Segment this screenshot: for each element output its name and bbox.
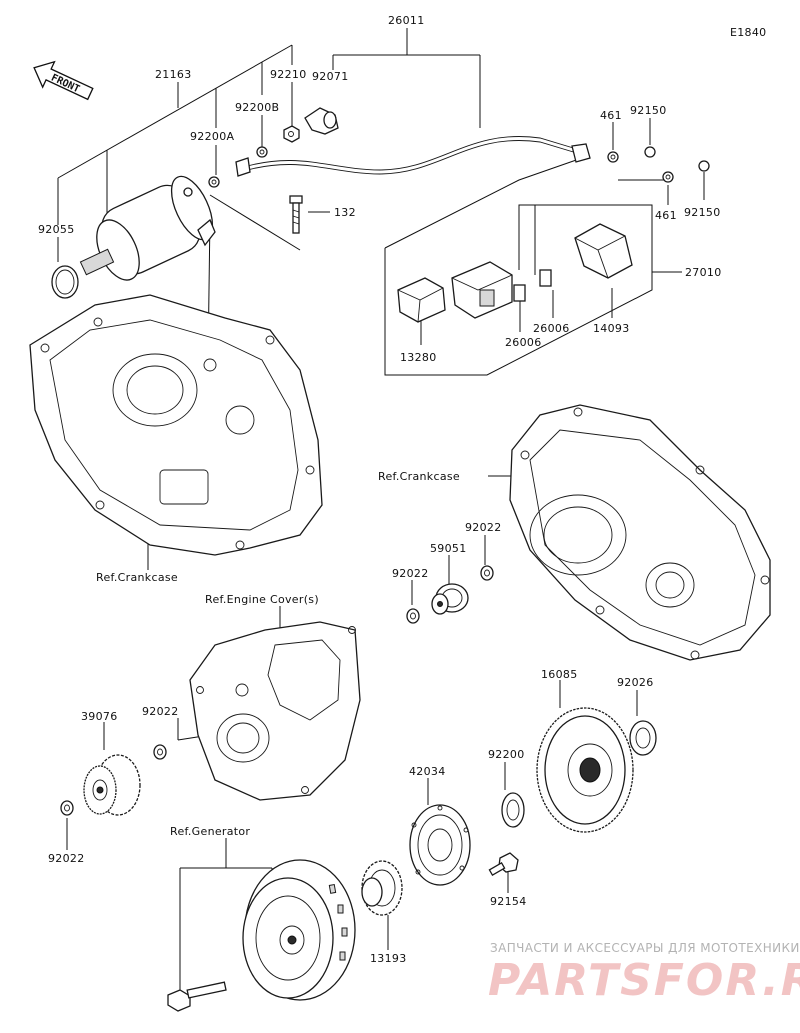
fuse-26006	[513, 269, 552, 302]
washer-92200B	[256, 146, 268, 158]
ref-crankcase-left: Ref.Crankcase	[96, 571, 178, 584]
washer-92200	[501, 792, 525, 828]
washer-92022-d	[60, 800, 74, 816]
label-92022-b: 92022	[392, 567, 429, 580]
label-42034: 42034	[409, 765, 446, 778]
label-39076: 39076	[81, 710, 118, 723]
washer-92022-a	[480, 565, 494, 581]
label-13193: 13193	[370, 952, 407, 965]
ref-crankcase-right: Ref.Crankcase	[378, 470, 460, 483]
watermark: ЗАПЧАСТИ И АКСЕССУАРЫ ДЛЯ МОТОТЕХНИКИ PA…	[488, 941, 800, 1006]
bolt-92150-bottom	[698, 160, 710, 172]
label-26011: 26011	[388, 14, 425, 27]
label-461-top: 461	[600, 109, 622, 122]
engine-cover	[189, 621, 361, 801]
nut-92210	[283, 125, 300, 143]
label-21163: 21163	[155, 68, 192, 81]
bearing-92026	[629, 720, 657, 756]
starter-clutch-42034	[409, 804, 471, 886]
starter-motor	[79, 175, 216, 281]
label-461-bottom: 461	[655, 209, 677, 222]
washer-461-bottom	[662, 171, 674, 183]
label-59051: 59051	[430, 542, 467, 555]
diagram-code: E1840	[730, 26, 766, 39]
label-92055: 92055	[38, 223, 75, 236]
label-13280: 13280	[400, 351, 437, 364]
leader-lines	[57, 28, 705, 995]
terminal-cap-92071	[304, 107, 339, 135]
one-way-clutch-13193	[361, 860, 403, 916]
label-14093: 14093	[593, 322, 630, 335]
label-132: 132	[334, 206, 356, 219]
label-92210: 92210	[270, 68, 307, 81]
starter-clutch-gear-16085	[536, 707, 634, 833]
watermark-tagline: ЗАПЧАСТИ И АКСЕССУАРЫ ДЛЯ МОТОТЕХНИКИ	[490, 941, 800, 955]
idle-gear-59051	[431, 583, 469, 615]
ref-generator: Ref.Generator	[170, 825, 250, 838]
label-26006-b: 26006	[505, 336, 542, 349]
relay-cover-14093	[574, 223, 633, 279]
label-92200: 92200	[488, 748, 525, 761]
label-92200A: 92200A	[190, 130, 234, 143]
label-92154: 92154	[490, 895, 527, 908]
relay-cover-13280	[397, 277, 446, 323]
label-92022-a: 92022	[465, 521, 502, 534]
washer-92200A	[208, 176, 220, 188]
label-92022-d: 92022	[48, 852, 85, 865]
label-92200B: 92200B	[235, 101, 279, 114]
label-92071: 92071	[312, 70, 349, 83]
watermark-brand: PARTSFOR.RU	[488, 955, 800, 1006]
label-27010: 27010	[685, 266, 722, 279]
starter-relay	[451, 261, 513, 319]
washer-92022-c	[153, 744, 167, 760]
front-direction-badge: FRONT	[33, 60, 94, 101]
label-92026: 92026	[617, 676, 654, 689]
bolt-92150-top	[644, 146, 656, 158]
label-92150-bottom: 92150	[684, 206, 721, 219]
washer-92022-b	[406, 608, 420, 624]
right-crankcase	[509, 404, 771, 661]
gear-39076	[83, 754, 141, 816]
starter-cable	[235, 136, 591, 177]
bolt-132	[289, 195, 303, 234]
washer-461-top	[607, 151, 619, 163]
bolt-92154	[488, 852, 519, 876]
label-92150-top: 92150	[630, 104, 667, 117]
label-16085: 16085	[541, 668, 578, 681]
label-26006-a: 26006	[533, 322, 570, 335]
part-labels: 26011 21163 92210 92071 92200B 92200A 92…	[38, 14, 722, 965]
ref-engine-cover: Ref.Engine Cover(s)	[205, 593, 319, 606]
generator-rotor	[242, 859, 356, 1001]
generator-bolt	[167, 981, 227, 1012]
left-crankcase	[29, 294, 323, 556]
label-92022-c: 92022	[142, 705, 179, 718]
